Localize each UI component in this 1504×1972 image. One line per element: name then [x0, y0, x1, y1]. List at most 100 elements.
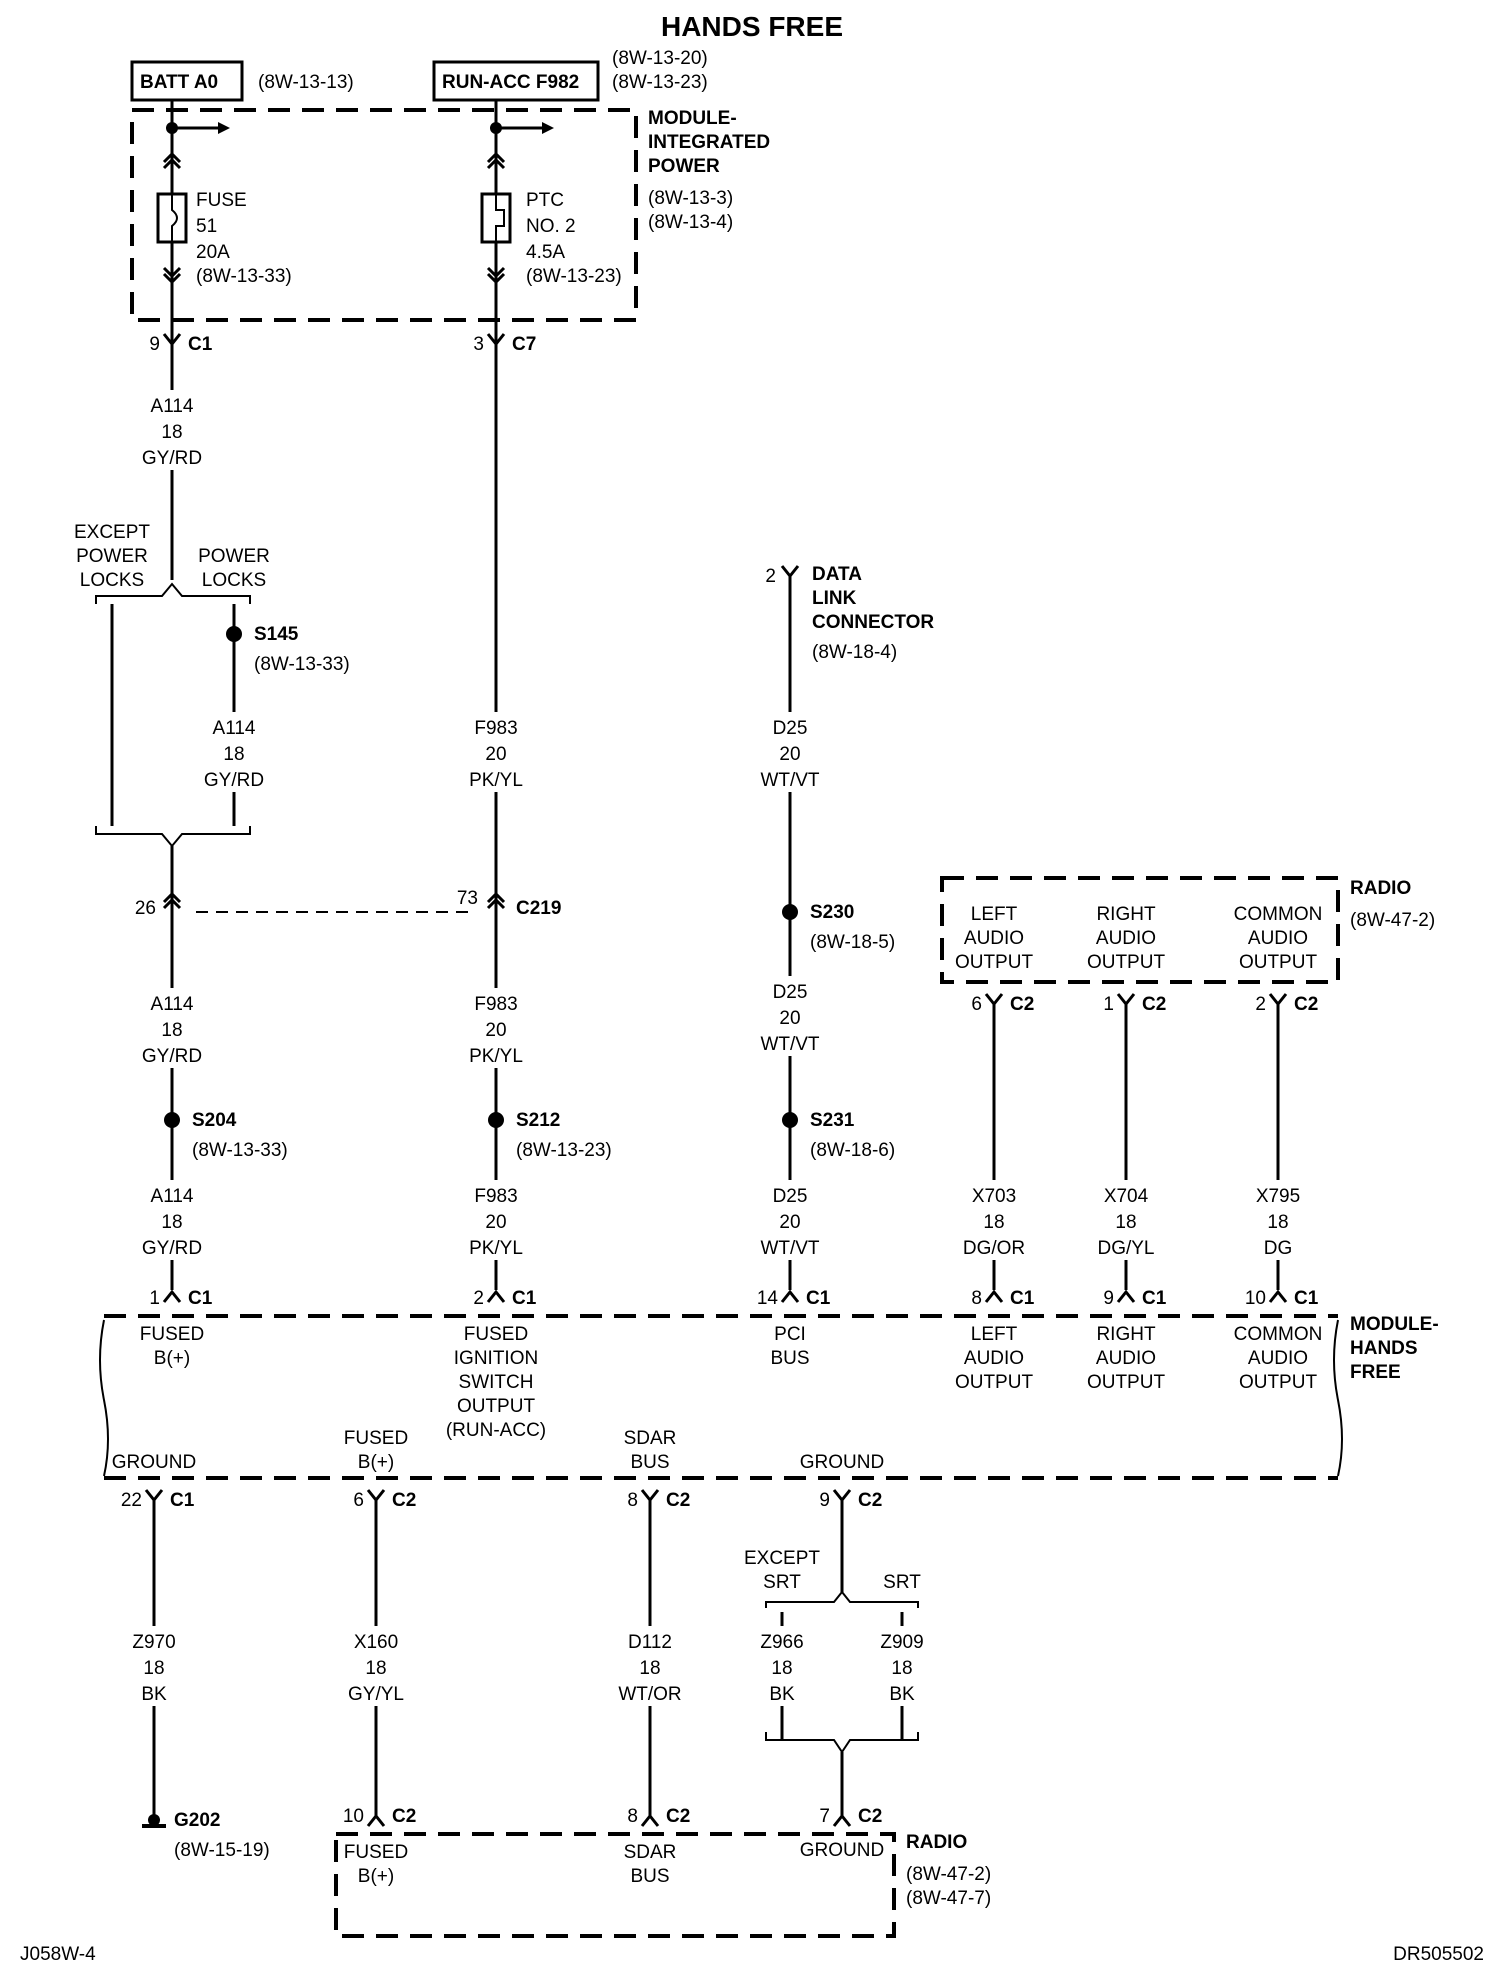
wire-color: GY/RD — [204, 770, 264, 791]
splice-name: S204 — [192, 1110, 237, 1131]
splice-name: S231 — [810, 1110, 855, 1131]
splice-s204-dot — [164, 1112, 180, 1128]
conn-pin: 22 — [121, 1490, 142, 1511]
conn-name: C1 — [806, 1288, 831, 1309]
page-title: HANDS FREE — [661, 11, 843, 42]
conn-pin: 26 — [135, 898, 156, 919]
wire-id: F983 — [474, 718, 517, 739]
wire-label-bg — [1090, 1180, 1162, 1260]
dlc-line-3: CONNECTOR — [812, 612, 934, 633]
conn-name: C2 — [1294, 994, 1318, 1015]
conn-name: C1 — [1294, 1288, 1319, 1309]
conn-name: C1 — [512, 1288, 537, 1309]
except-srt-1: EXCEPT — [744, 1548, 820, 1569]
mip-ref-2: (8W-13-4) — [648, 212, 733, 233]
fuse-bottom-chevron-icon — [162, 266, 182, 279]
wire-color: GY/RD — [142, 1238, 202, 1259]
conn-name: C1 — [1010, 1288, 1035, 1309]
srt-brace-top — [765, 1590, 919, 1608]
wire-color: WT/VT — [760, 1238, 819, 1259]
hf-pin-label: B(+) — [154, 1348, 190, 1369]
hf-pin-label: AUDIO — [964, 1348, 1024, 1369]
radio-bottom-name: RADIO — [906, 1832, 967, 1853]
conn-fork-icon — [984, 993, 1004, 1007]
conn-fork-icon — [1268, 993, 1288, 1007]
wire-label-bg — [758, 976, 822, 1056]
conn-fork-icon — [780, 1289, 800, 1303]
wire-id: A114 — [151, 1186, 194, 1207]
conn-pin: 14 — [757, 1288, 779, 1309]
fuse-label-4: (8W-13-33) — [196, 266, 292, 287]
conn-pin: 2 — [1255, 994, 1266, 1015]
conn-pin: 3 — [473, 334, 484, 355]
radio-bottom-pin-label: SDAR — [624, 1842, 677, 1863]
fuse-bottom-chevron-icon — [162, 272, 182, 285]
hf-pin-label: LEFT — [971, 1324, 1018, 1345]
wire-id: A114 — [151, 994, 194, 1015]
conn-fork-icon — [832, 1813, 852, 1827]
conn-pin: 9 — [149, 334, 160, 355]
splice-s212-dot — [488, 1112, 504, 1128]
hf-pin-label: COMMON — [1234, 1324, 1323, 1345]
radio-pin-label: OUTPUT — [1239, 952, 1318, 973]
wire-gauge: 18 — [1115, 1212, 1136, 1233]
ground-icon — [148, 1814, 160, 1826]
ground-ref: (8W-15-19) — [174, 1840, 270, 1861]
except-power-locks-3: LOCKS — [80, 570, 144, 591]
c219-chevron-icon — [162, 897, 182, 910]
fuse-label-1: FUSE — [196, 190, 247, 211]
radio-pin-label: AUDIO — [1096, 928, 1156, 949]
wire-color: BK — [141, 1684, 167, 1705]
dlc-ref: (8W-18-4) — [812, 642, 897, 663]
srt-label: SRT — [883, 1572, 921, 1593]
radio-pin-label: COMMON — [1234, 904, 1323, 925]
wire-id: F983 — [474, 1186, 517, 1207]
conn-pin: 1 — [149, 1288, 160, 1309]
hf-pin-label: RIGHT — [1096, 1324, 1156, 1345]
wire-gauge: 20 — [485, 744, 506, 765]
wire-gauge: 18 — [639, 1658, 660, 1679]
wire-id: D25 — [773, 1186, 808, 1207]
ptc-label-4: (8W-13-23) — [526, 266, 622, 287]
wire-color: BK — [889, 1684, 915, 1705]
conn-pin: 2 — [765, 566, 776, 587]
run-acc-ref-1: (8W-13-20) — [612, 48, 708, 69]
radio-bottom-pin-label: BUS — [630, 1866, 669, 1887]
wire-id: D25 — [773, 718, 808, 739]
conn-fork-icon — [162, 1289, 182, 1303]
wire-gauge: 20 — [485, 1212, 506, 1233]
wire-label-bg — [464, 1180, 528, 1260]
hf-name-3: FREE — [1350, 1362, 1401, 1383]
batt-a0-box — [130, 60, 244, 102]
wire-id: X704 — [1104, 1186, 1149, 1207]
ptc-bottom-chevron-icon — [486, 272, 506, 285]
conn-name: C1 — [1142, 1288, 1167, 1309]
batt-bus-arrow-icon — [218, 122, 230, 134]
hf-pin-label: AUDIO — [1096, 1348, 1156, 1369]
wire-label-bg — [758, 1180, 822, 1260]
hf-pin-label: (RUN-ACC) — [446, 1420, 546, 1441]
fuse-top-chevron-icon — [162, 157, 182, 170]
conn-name: C2 — [666, 1490, 690, 1511]
wire-label-bg — [140, 1180, 204, 1260]
wire-label-bg — [872, 1626, 932, 1706]
conn-fork-icon — [984, 1289, 1004, 1303]
conn-pin: 1 — [1103, 994, 1114, 1015]
wire-id: D25 — [773, 982, 808, 1003]
radio-top-name: RADIO — [1350, 878, 1411, 899]
wire-id: Z909 — [880, 1632, 923, 1653]
conn-pin: 8 — [971, 1288, 982, 1309]
wire-gauge: 18 — [1267, 1212, 1288, 1233]
hands-free-right-break — [1333, 1319, 1343, 1477]
hf-pin-label: BUS — [770, 1348, 809, 1369]
c219-chevron-icon — [486, 891, 506, 904]
wire-color: GY/YL — [348, 1684, 404, 1705]
splice-ref: (8W-13-33) — [254, 654, 350, 675]
splice-name: S212 — [516, 1110, 560, 1131]
fuse-label-3: 20A — [196, 242, 230, 263]
wire-id: X703 — [972, 1186, 1016, 1207]
wire-color: WT/OR — [618, 1684, 681, 1705]
radio-bottom-box — [334, 1832, 896, 1938]
conn-pin: 9 — [1103, 1288, 1114, 1309]
except-srt-2: SRT — [763, 1572, 801, 1593]
